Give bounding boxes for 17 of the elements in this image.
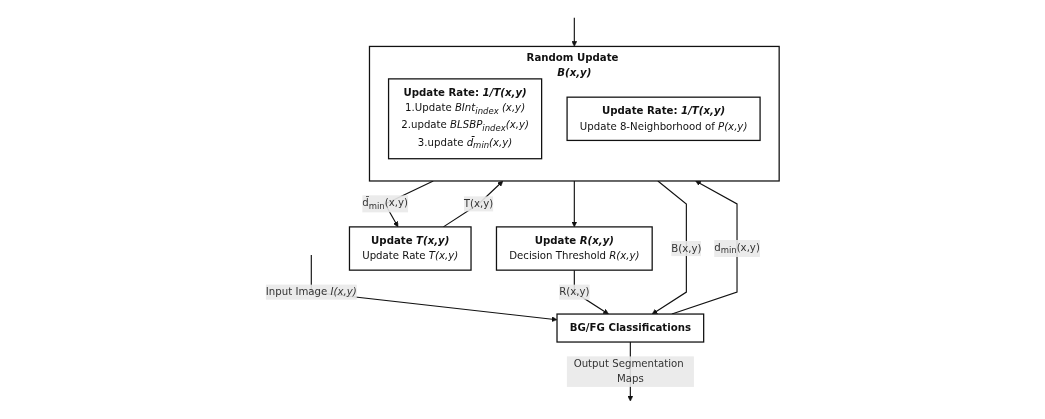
arrow (651, 180, 687, 315)
edge-label: Input Image I(x,y) (265, 285, 357, 298)
edge-label: T(x,y) (463, 197, 494, 210)
edge-label: B(x,y) (671, 242, 702, 255)
edge-label: d$_{min}$(x,y) (714, 241, 760, 256)
arrow (442, 180, 504, 228)
node-box: Update Rate: 1/T(x,y) Update 8-Neighborhood of P(x,y) (566, 96, 761, 142)
node-box: Update Rate: 1/T(x,y) 1.Update BInt$_{index}$ (x,y) 2.update BLSBP$_{index}$(x,y) 3.update d̄$_{min}$(x,y) (387, 78, 543, 160)
arrow (571, 17, 578, 47)
edge-label: R(x,y) (559, 285, 590, 298)
node-box: BG/FG Classifications (556, 313, 705, 343)
arrow (671, 180, 738, 315)
node-box: Update T(x,y) Update Rate T(x,y) (348, 226, 472, 271)
arrow (571, 180, 578, 228)
node-box: Update R(x,y) Decision Threshold R(x,y) (495, 226, 653, 271)
edge-label: d̄$_{min}$(x,y) (362, 196, 408, 211)
edge-label: Output Segmentation Maps (573, 357, 684, 385)
